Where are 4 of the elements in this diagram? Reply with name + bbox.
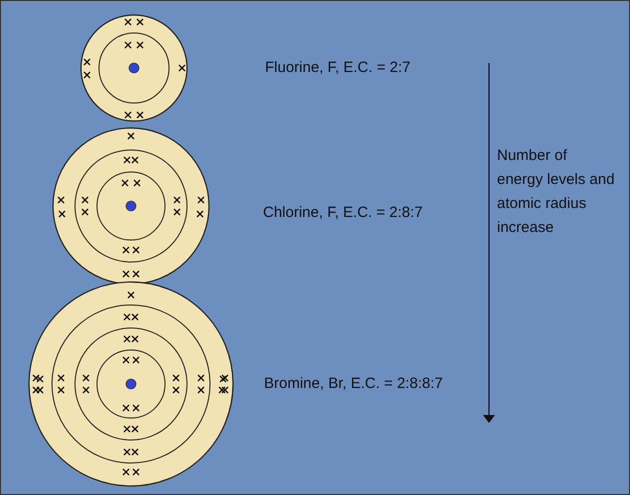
element-label: Fluorine, F, E.C. = 2:7 xyxy=(265,58,410,78)
trend-note: Number of energy levels and atomic radius increase xyxy=(497,146,615,238)
element-label: Bromine, Br, E.C. = 2:8:8:7 xyxy=(264,374,443,394)
element-label: Chlorine, F, E.C. = 2:8:7 xyxy=(263,203,423,223)
